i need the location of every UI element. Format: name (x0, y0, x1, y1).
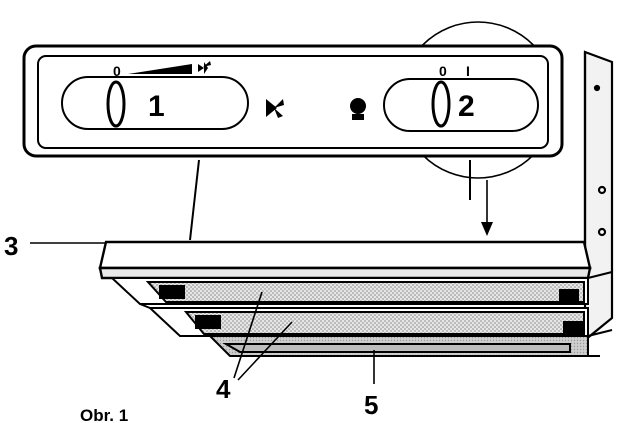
hood-body (583, 50, 614, 343)
figure-caption: Obr. 1 (80, 406, 128, 423)
panel-connector (189, 159, 471, 241)
light-strip (207, 335, 589, 357)
knob-1-speed-wedge (128, 64, 192, 74)
hood-underside (139, 271, 613, 357)
callout-4-leader-a (233, 291, 263, 379)
knob-2-light[interactable]: 2 0 I (383, 63, 539, 132)
knob-1-fan-speed[interactable]: 1 0 (61, 61, 249, 130)
knob-1-number: 1 (148, 90, 165, 123)
callout-4-leader-b (237, 321, 293, 381)
fan-icon (266, 99, 284, 118)
knob-2-scale-low: 0 (439, 63, 447, 79)
knob-1-handle[interactable] (106, 80, 126, 128)
magnifier-arrowhead (481, 222, 493, 236)
callout-5-label: 5 (364, 390, 378, 420)
callout-4-label: 4 (216, 374, 231, 404)
visor-front-bar (98, 240, 592, 280)
knob-2-scale-high: I (466, 63, 470, 79)
grease-filter-2 (147, 307, 589, 337)
knob-1-scale-low: 0 (113, 63, 121, 79)
grease-filter-1 (109, 277, 589, 305)
light-bulb-icon (350, 98, 366, 120)
knob-2-number: 2 (458, 90, 475, 123)
callout-3-label: 3 (4, 231, 18, 261)
fan-icon (198, 61, 211, 74)
knob-2-handle[interactable] (431, 80, 451, 128)
